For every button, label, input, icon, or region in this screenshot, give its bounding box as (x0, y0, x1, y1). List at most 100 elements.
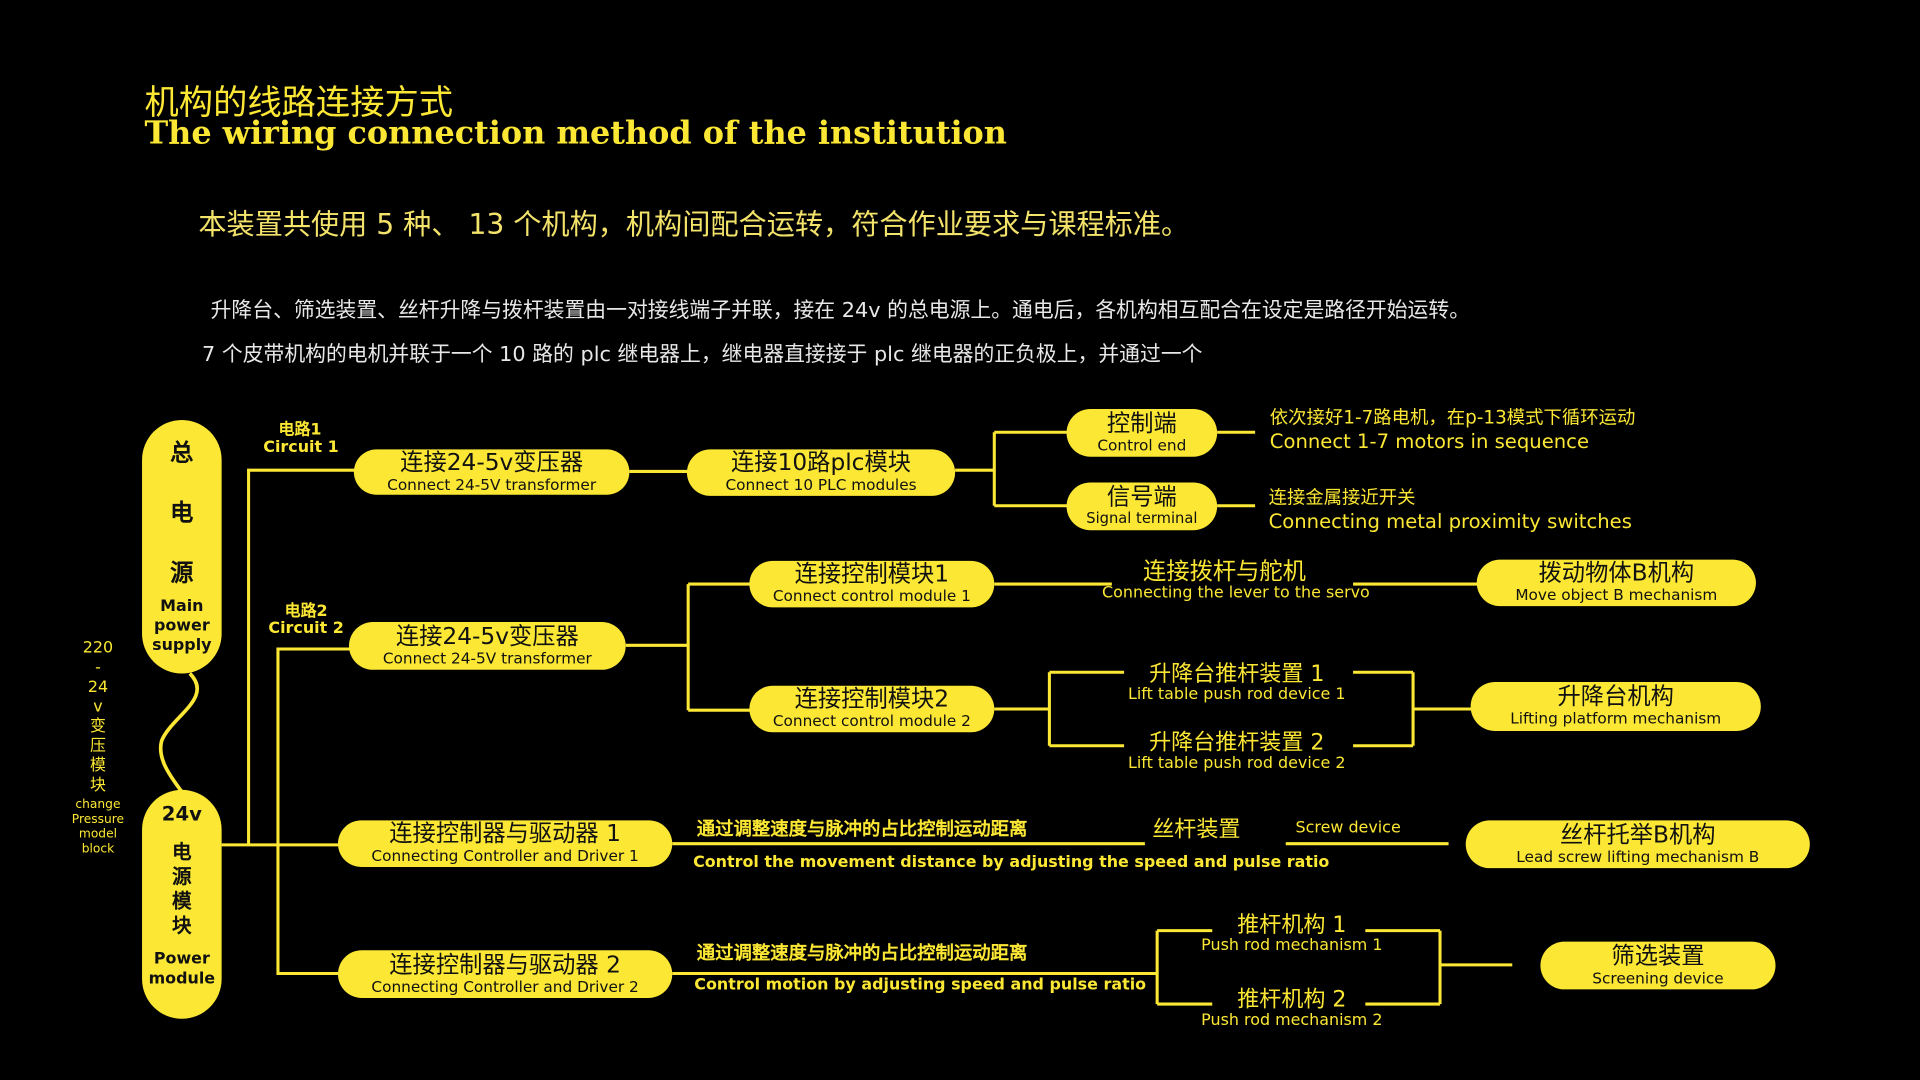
node-cn: 连接10路plc模块 (731, 449, 912, 477)
node-en: Connect 24-5V transformer (382, 648, 592, 668)
circuit-1-en: Circuit 1 (263, 438, 339, 458)
label-cn: 升降台推杆装置 2 (1149, 729, 1325, 756)
power-module-char: 源 (172, 864, 192, 888)
power-module-char: 块 (172, 913, 192, 937)
label-cn: 连接拨杆与舵机 (1143, 558, 1306, 586)
node-cn: 信号端 (1106, 483, 1177, 511)
power-module-char: 模 (172, 888, 192, 913)
main-power-supply-node: 总 电 源 Main power supply (142, 420, 222, 674)
circuit-2-en: Circuit 2 (268, 619, 344, 639)
node-en: Connect control module 2 (772, 711, 971, 731)
driver-2-description-en: Control motion by adjusting speed and pu… (694, 975, 1147, 995)
transformer-label-line: v (93, 697, 103, 717)
label-cn: 推杆机构 2 (1237, 986, 1347, 1013)
node-en: Lifting platform mechanism (1510, 709, 1722, 728)
node-en: Connect 10 PLC modules (725, 475, 917, 494)
label-en: Push rod mechanism 2 (1201, 1011, 1383, 1030)
node-en: Connecting Controller and Driver 1 (371, 846, 639, 865)
driver-1-description-en: Control the movement distance by adjusti… (693, 853, 1330, 872)
node-en: Lead screw lifting mechanism B (1516, 847, 1760, 866)
circuit-1-cn: 电路1 (278, 421, 322, 440)
transformer-label-en: change (75, 798, 121, 812)
node-cn: 连接控制模块2 (794, 686, 950, 714)
label-cn: 升降台推杆装置 1 (1149, 661, 1325, 687)
node-cn: 升降台机构 (1557, 683, 1674, 711)
main-power-char: 源 (170, 559, 194, 587)
driver-2-description-cn: 通过调整速度与脉冲的占比控制运动距离 (696, 941, 1028, 964)
power-module-en: Power module (148, 950, 216, 989)
paragraph-line-1: 升降台、筛选装置、丝杆升降与拨杆装置由一对接线端子并联，接在 24v 的总电源上… (210, 298, 1471, 324)
transformer-label-en: Pressure (71, 813, 125, 827)
power-module-node: 24v 电 源 模 块 Power module (142, 789, 222, 1019)
main-power-char: 电 (170, 499, 194, 527)
node-en: Move object B mechanism (1515, 585, 1718, 605)
label-cn: 连接金属接近开关 (1268, 486, 1416, 509)
node-en: Control end (1097, 435, 1187, 455)
label-en: Lift table push rod device 1 (1127, 685, 1346, 704)
transformer-label-line: 块 (89, 776, 106, 795)
power-module-char: 电 (172, 840, 192, 864)
transformer-label-line: 模 (89, 756, 106, 776)
title-cn: 机构的线路连接方式 (144, 82, 454, 123)
node-cn: 连接24-5v变压器 (395, 623, 579, 651)
transformer-label-line: 变 (89, 717, 106, 736)
node-en: Connect 24-5V transformer (387, 474, 597, 494)
main-power-char: 总 (170, 439, 194, 467)
screw-device-en: Screw device (1295, 819, 1401, 838)
circuit-2-cn: 电路2 (284, 602, 328, 621)
node-cn: 连接控制器与驱动器 1 (389, 820, 621, 848)
label-en: Push rod mechanism 1 (1201, 936, 1383, 955)
transformer-label-en: model (78, 827, 118, 842)
subtitle: 本装置共使用 5 种、 13 个机构，机构间配合运转，符合作业要求与课程标准。 (198, 209, 1190, 242)
node-cn: 丝杆托举B机构 (1559, 821, 1716, 849)
label-en: Connect 1-7 motors in sequence (1269, 429, 1589, 454)
node-en: Signal terminal (1086, 509, 1198, 527)
node-en: Connecting Controller and Driver 2 (371, 977, 639, 996)
node-en: Connect control module 1 (772, 587, 971, 606)
label-cn: 推杆机构 1 (1237, 912, 1347, 938)
label-en: Lift table push rod device 2 (1127, 754, 1346, 773)
node-cn: 拨动物体B机构 (1538, 560, 1695, 588)
power-module-voltage: 24v (161, 802, 202, 826)
node-en: Screening device (1592, 968, 1724, 987)
node-cn: 控制端 (1106, 410, 1177, 438)
label-en: Connecting metal proximity switches (1268, 509, 1632, 533)
driver-1-description-cn: 通过调整速度与脉冲的占比控制运动距离 (696, 817, 1028, 841)
node-cn: 连接24-5v变压器 (400, 449, 584, 477)
label-en: Connecting the lever to the servo (1102, 583, 1370, 603)
title-en: The wiring connection method of the inst… (144, 115, 1007, 152)
transformer-label-line: 24 (87, 678, 109, 697)
label-cn: 依次接好1-7路电机，在p-13模式下循环运动 (1269, 406, 1636, 429)
main-power-en: Main power supply (152, 597, 212, 656)
node-cn: 筛选装置 (1611, 942, 1705, 970)
transformer-label-line: 压 (89, 737, 106, 756)
transformer-label-en: block (81, 842, 115, 856)
screw-device-cn: 丝杆装置 (1152, 816, 1241, 843)
transformer-label-line: - (95, 658, 101, 678)
node-cn: 连接控制器与驱动器 2 (389, 951, 621, 979)
paragraph-line-2: 7 个皮带机构的电机并联于一个 10 路的 plc 继电器上，继电器直接接于 p… (202, 342, 1203, 368)
